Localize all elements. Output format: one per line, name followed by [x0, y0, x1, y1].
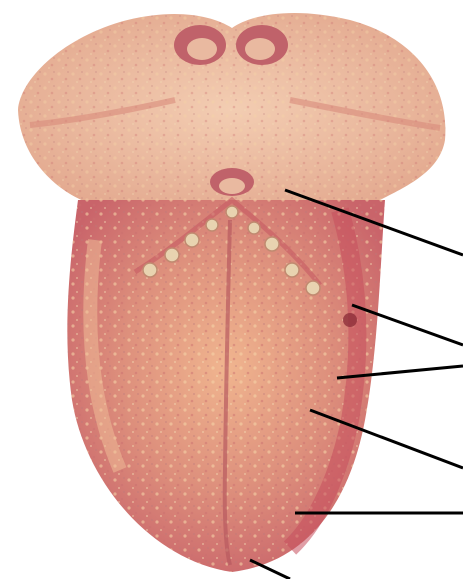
foramen-cecum [210, 168, 254, 196]
leader-line-6 [250, 560, 290, 579]
lateral-spot [343, 313, 357, 327]
